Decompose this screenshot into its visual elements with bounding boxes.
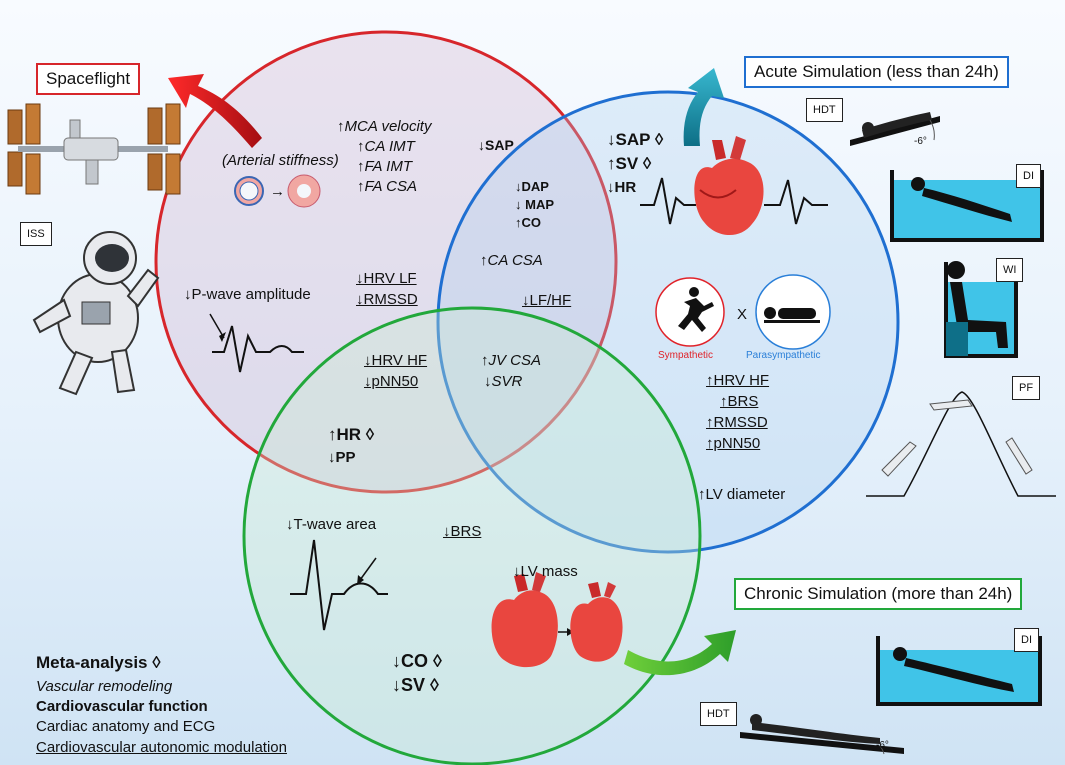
hdt-top-icon: [850, 112, 940, 146]
arterial-arrow: →: [270, 183, 285, 200]
acute-simulation-title: Acute Simulation (less than 24h): [744, 56, 1009, 88]
legend-meta-analysis: Meta-analysis ◊: [36, 653, 161, 672]
hdt-bottom-tag: HDT: [700, 702, 737, 726]
spaceflight-arrow: [168, 74, 262, 148]
map-label: ↓ MAP: [515, 197, 554, 212]
fa-imt-label: ↑FA IMT: [357, 158, 412, 175]
pnn50-down-label: ↓pNN50: [364, 373, 419, 390]
lv-diameter-label: ↑LV diameter: [698, 486, 786, 503]
arterial-normal-icon: [234, 176, 264, 206]
p-wave-ecg-icon: [212, 325, 304, 373]
p-wave-pointer: [209, 313, 225, 339]
pf-tag: PF: [1012, 376, 1041, 400]
sap-down-label: ↓SAP: [478, 137, 514, 153]
pnn50-up-label: ↑pNN50: [706, 435, 761, 452]
spaceflight-circle: [154, 30, 618, 494]
jv-csa-label: ↑JV CSA: [481, 352, 542, 369]
co-up-label: ↑CO: [515, 215, 541, 230]
hdt-top-angle: -6°: [914, 136, 927, 147]
hrv-hf-down-label: ↓HRV HF: [364, 352, 428, 369]
ca-csa-label: ↑CA CSA: [480, 252, 543, 269]
ca-imt-label: ↑CA IMT: [357, 138, 415, 155]
fa-csa-label: ↑FA CSA: [357, 178, 418, 195]
chronic-arrow: [624, 630, 736, 676]
wi-tank-icon: [944, 261, 1018, 358]
pp-down-label: ↓PP: [328, 449, 356, 466]
t-wave-ecg-icon: [290, 539, 388, 631]
arterial-stiffness-label: (Arterial stiffness): [222, 152, 339, 169]
iss-station-icon: [7, 103, 181, 195]
hr-up-meta-label: ↑HR ◊: [328, 425, 375, 444]
legend-cardiovascular-function: Cardiovascular function: [36, 698, 208, 715]
sv-down-meta-label: ↓SV ◊: [392, 675, 439, 695]
running-person-icon: [678, 287, 714, 332]
iss-tag: ISS: [20, 222, 52, 246]
di-bottom-tank-icon: [876, 636, 1042, 706]
chronic-simulation-title: Chronic Simulation (more than 24h): [734, 578, 1023, 610]
lying-person-icon: [764, 307, 820, 323]
di-bottom-tag: DI: [1014, 628, 1039, 652]
svr-label: ↓SVR: [484, 373, 523, 390]
rmssd-down-label: ↓RMSSD: [356, 291, 418, 308]
lv-mass-heart-large-icon: [491, 572, 558, 668]
t-wave-pointer: [359, 557, 377, 581]
di-top-tank-icon: [890, 170, 1044, 242]
legend-vascular-remodeling: Vascular remodeling: [36, 678, 173, 695]
parabolic-flight-icon: [866, 391, 1056, 497]
hdt-bottom-icon: [740, 714, 904, 755]
mca-velocity-label: ↑MCA velocity: [337, 118, 432, 135]
dap-label: ↓DAP: [515, 179, 549, 194]
acute-heart-icon: [694, 136, 764, 236]
legend-autonomic-modulation: Cardiovascular autonomic modulation: [36, 739, 287, 756]
p-wave-label: ↓P-wave amplitude: [184, 286, 311, 303]
hrv-lf-label: ↓HRV LF: [356, 270, 417, 287]
hdt-top-tag: HDT: [806, 98, 843, 122]
legend-cardiac-anatomy: Cardiac anatomy and ECG: [36, 718, 216, 735]
sv-up-label: ↑SV ◊: [607, 154, 652, 173]
lv-mass-heart-small-icon: [570, 582, 623, 662]
rmssd-up-label: ↑RMSSD: [706, 414, 768, 431]
sap-meta-label: ↓SAP ◊: [607, 130, 664, 149]
brs-down-label: ↓BRS: [443, 523, 482, 540]
sympathetic-label: Sympathetic: [658, 350, 714, 361]
astronaut-icon: [32, 231, 160, 396]
di-top-tag: DI: [1016, 164, 1041, 188]
lv-mass-label: ↓LV mass: [513, 563, 578, 580]
hrv-hf-up-label: ↑HRV HF: [706, 372, 770, 389]
hdt-bottom-angle: -6°: [876, 740, 889, 751]
t-wave-label: ↓T-wave area: [286, 516, 377, 533]
acute-arrow: [683, 68, 724, 146]
brs-up-label: ↑BRS: [720, 393, 759, 410]
spaceflight-title: Spaceflight: [36, 63, 141, 95]
cross-label: X: [737, 306, 748, 323]
co-down-meta-label: ↓CO ◊: [392, 651, 442, 671]
hr-down-label: ↓HR: [607, 179, 637, 196]
wi-tag: WI: [996, 258, 1024, 282]
acute-ecg-icon: [640, 177, 828, 225]
lf-hf-label: ↓LF/HF: [522, 292, 572, 309]
parasympathetic-label: Parasympathetic: [746, 350, 821, 361]
arterial-stiff-icon: [287, 174, 321, 208]
